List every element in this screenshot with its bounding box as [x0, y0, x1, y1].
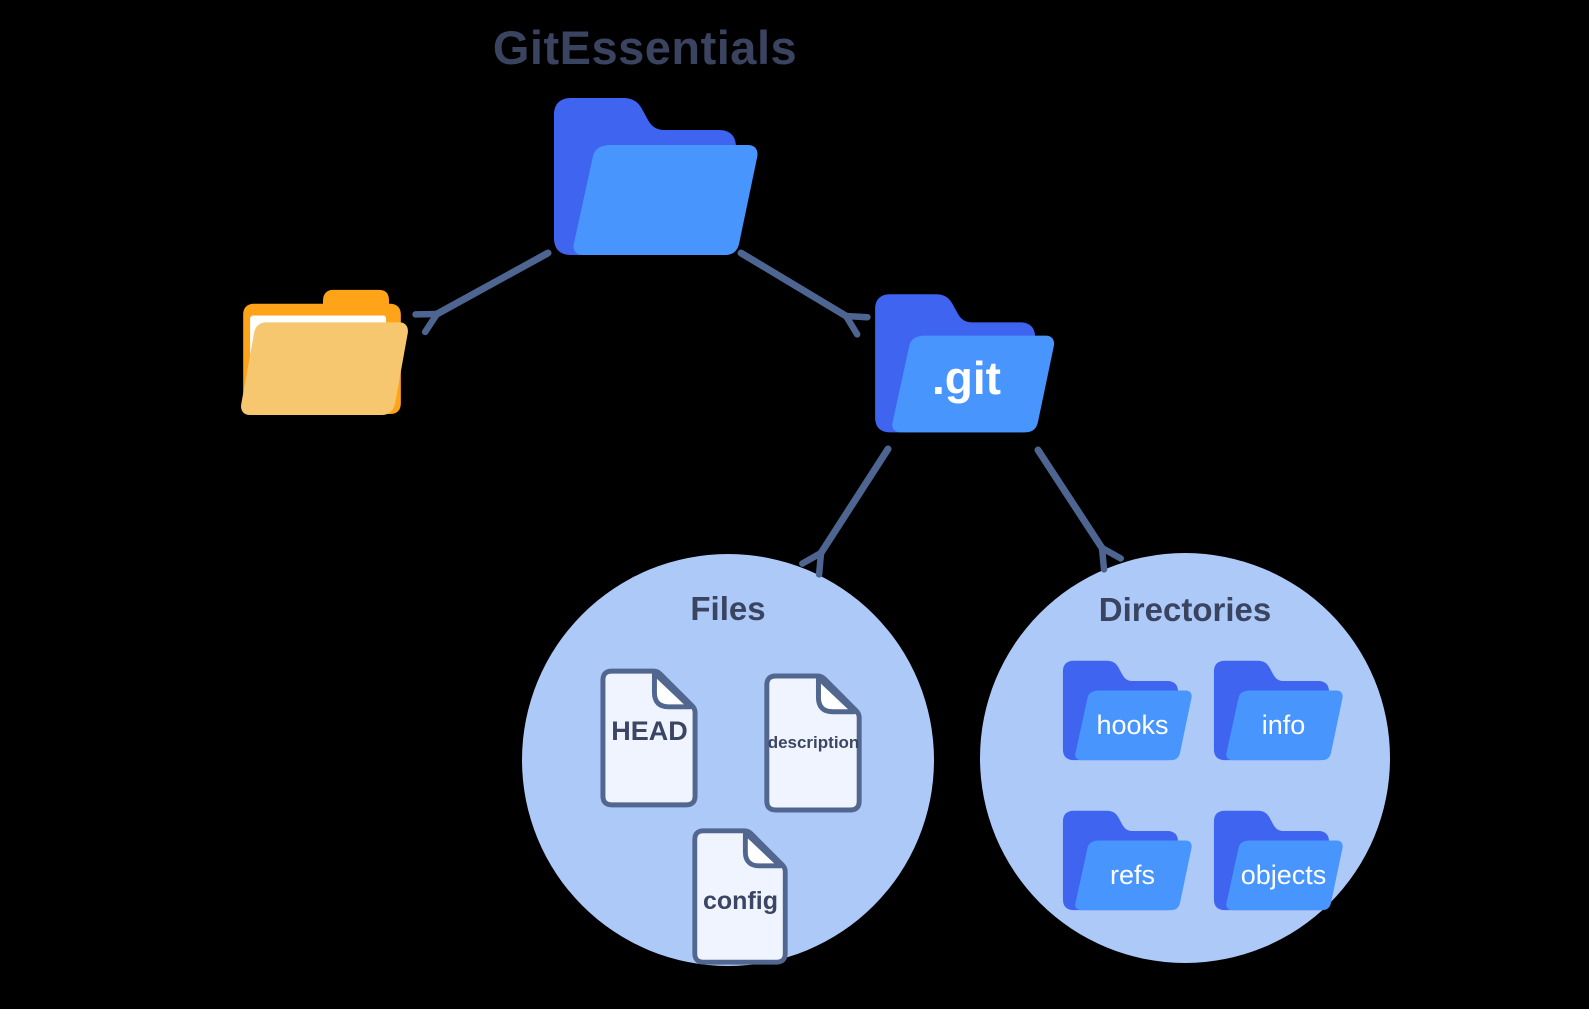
file-head: HEAD: [597, 665, 702, 810]
directory-info: info: [1212, 657, 1343, 762]
directory-label: info: [1261, 710, 1306, 740]
directory-hooks: hooks: [1061, 657, 1192, 762]
git-folder-label: .git: [932, 352, 1001, 404]
arrow-root-to-git-folder: [737, 249, 871, 338]
directories-group-title: Directories: [1098, 591, 1272, 628]
open-folder-icon: [554, 98, 758, 255]
diagram-title: GitEssentials: [492, 21, 798, 74]
directory-refs: refs: [1061, 807, 1192, 912]
file-label: config: [703, 887, 778, 915]
file-config: config: [688, 825, 793, 967]
root-folder: [551, 92, 758, 258]
directories-group-circle: Directories hooks info refs objects: [980, 553, 1390, 963]
arrow-git-to-directories: [1034, 446, 1125, 573]
directory-objects: objects: [1212, 807, 1343, 912]
arrow-root-to-working-folder: [412, 249, 552, 336]
directory-label: refs: [1109, 860, 1155, 890]
file-description: description: [760, 670, 867, 815]
file-label: HEAD: [611, 716, 688, 746]
working-folder: [238, 283, 408, 418]
arrow-git-to-files: [799, 445, 892, 578]
directory-label: objects: [1240, 860, 1327, 890]
files-group-title: Files: [690, 590, 766, 627]
file-label: description: [767, 733, 860, 752]
git-folder: .git: [872, 289, 1055, 435]
directory-label: hooks: [1096, 710, 1169, 740]
open-folder-icon-yellow: [241, 289, 408, 416]
files-group-circle: Files HEAD description config: [522, 554, 934, 966]
